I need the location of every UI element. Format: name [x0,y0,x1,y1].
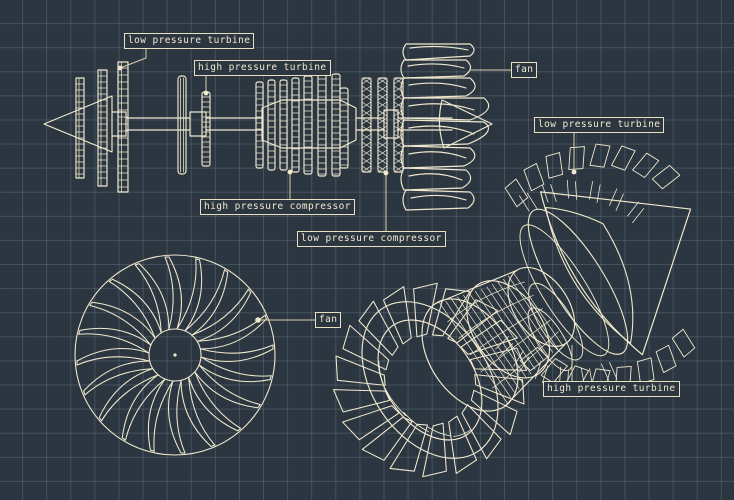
leader-lines [119,46,575,381]
lp-compressor-stages [361,77,404,173]
intermediate-stage [339,87,349,169]
lp-turbine-stages [75,61,129,193]
callout-fan-middle[interactable]: fan [315,312,342,328]
callout-high-pressure-compressor[interactable]: high pressure compressor [200,199,355,215]
callout-low-pressure-compressor[interactable]: low pressure compressor [297,231,446,247]
fan-blade-profiles [400,43,493,211]
fan-compressor-3d-view [332,266,576,478]
callout-high-pressure-turbine-low[interactable]: high pressure turbine [543,381,680,397]
leader-dots [117,65,577,323]
turbine-3d-view [495,143,696,393]
callout-high-pressure-turbine-top[interactable]: high pressure turbine [194,60,331,76]
hp-turbine-stages [177,75,211,175]
fan-front-view [74,254,276,456]
hp-compressor-stages [255,73,341,177]
callout-low-pressure-turbine-top[interactable]: low pressure turbine [124,33,255,49]
callout-low-pressure-turbine-right[interactable]: low pressure turbine [534,117,665,133]
callout-fan-top[interactable]: fan [511,62,538,78]
